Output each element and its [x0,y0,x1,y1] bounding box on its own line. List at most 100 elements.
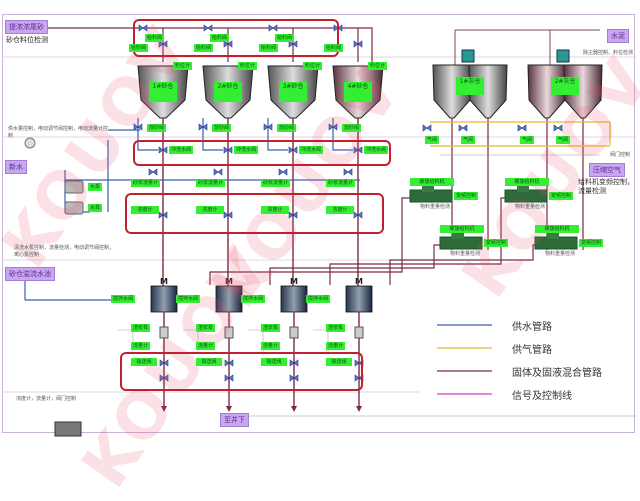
pump-label: 渣浆泵 [261,324,281,332]
cement-slurry-pipe [329,197,505,285]
discharge-valve-label: 放砂阀 [277,124,297,132]
feeder-control-label: 变频控制 [484,239,509,247]
feeder-label: 螺旋给料机 [440,225,484,233]
pump-icon [354,326,364,339]
output-valve-icon [289,374,299,382]
discharge-valve-icon [288,146,298,154]
discharge-valve-label: 放砂阀 [147,124,167,132]
destination-underground: 至井下 [220,413,249,427]
cement-slurry-pipe [209,197,410,285]
water-pipe [137,118,158,151]
flush-valve-label: 冲洗水阀 [169,146,194,154]
legend-label: 供气管路 [512,345,552,356]
feeder-control-label: 变频控制 [579,239,604,247]
source-cement: 水泥 [607,29,629,43]
pump-icon [224,326,234,339]
output-valve-label: 输送阀 [261,358,287,366]
air-valve-label: 气阀 [556,136,571,144]
water-valve-icon [263,123,273,131]
pump-label: 渣浆泵 [196,324,216,332]
highlight-feed-valves [133,19,339,57]
discharge-valve-icon [223,146,233,154]
discharge-valve-label: 放砂阀 [342,124,362,132]
pump-label: 渣浆泵 [131,324,151,332]
legend-label: 信号及控制线 [512,391,572,402]
sand-level-title: 砂仓料位检测 [6,36,48,44]
tailings-feed-pipe [45,27,373,62]
arrow-down-icon [291,406,297,412]
source-air: 压缩空气 [589,163,625,177]
sand-silo-label: 1#砂仓 [149,82,177,102]
level-meter-label: 料位计 [238,62,258,70]
sand-silo-label: 2#砂仓 [214,82,242,102]
sand-flow-label: 砂浆流量计 [131,179,161,187]
feeder-control-label: 变频控制 [454,192,479,200]
air-valve-icon [458,124,468,132]
water-valve-icon [328,123,338,131]
dust-collector-icon [461,49,475,63]
air-valve-label: 气阀 [461,136,476,144]
cement-silo-label: 1#灰仓 [456,77,484,95]
flush-valve-label: 冲洗水阀 [299,146,324,154]
cement-silo-label: 2#灰仓 [551,77,579,95]
flow-meter-icon [24,137,36,149]
feeder-label: 螺旋给料机 [505,178,549,186]
level-meter-label: 料位计 [303,62,323,70]
control-cabinet-icon [54,421,82,437]
arrow-down-icon [161,406,167,412]
feed-valve-icon [353,40,363,48]
water-note: 供水量控制，电动调节阀控制，电动流量计控制 [8,126,109,139]
sand-silo-label: 4#砂仓 [344,82,372,102]
mixer-tank [150,285,178,313]
pump-label: 渣浆泵 [326,324,346,332]
sand-flow-label: 砂浆流量计 [196,179,226,187]
flow-meter-label: 流量计 [261,342,281,350]
arrow-down-icon [356,406,362,412]
mixer-tank [215,285,243,313]
flush-valve-label: 冲洗水阀 [234,146,259,154]
source-tailings: 提浓浓尾砂 [5,20,48,34]
flush-valve-icon [213,168,223,176]
pump-icon [289,326,299,339]
flush-valve-icon [148,168,158,176]
discharge-valve-icon [353,146,363,154]
feed-valve-icon [223,40,233,48]
air-note: 阀门控制 [610,152,631,158]
mixer-water-label: 搅拌水阀 [111,295,136,303]
air-main-pipe [430,121,611,145]
flow-meter-label: 流量计 [196,342,216,350]
air-valve-icon [553,124,563,132]
flow-valve-icon [158,211,168,219]
water-pipe [202,118,223,151]
feed-valve-label: 给料阀 [210,34,230,42]
feed-valve-label: 给料阀 [129,44,149,52]
flush-valve-label: 冲洗水阀 [364,146,389,154]
feeder-hopper-icon [452,231,464,239]
cement-note: 除尘器控制，料位检测 [583,50,634,56]
legend-label: 供水管路 [512,322,552,333]
output-valve-label: 输送阀 [196,358,222,366]
water-pipe [267,118,288,151]
feeder-label: 螺旋给料机 [410,178,454,186]
weigh-label: 物料重量检测 [450,251,481,257]
weigh-label: 物料重量检测 [515,204,546,210]
mixer-water-label: 搅拌水阀 [306,295,331,303]
level-meter-label: 料位计 [368,62,388,70]
arrow-down-icon [226,406,232,412]
highlight-flow-valves [125,193,384,234]
diagram-frame [2,14,635,433]
density-label: 浓度计 [261,206,289,214]
feeder-hopper-icon [517,184,529,192]
discharge-valve-icon [158,146,168,154]
air-valve-label: 气阀 [425,136,440,144]
highlight-discharge-valves [133,140,391,166]
air-valve-label: 气阀 [520,136,535,144]
output-valve-icon [159,359,169,367]
density-label: 浓度计 [196,206,224,214]
cement-slurry-pipe [269,244,440,285]
feeder-hopper-icon [547,231,559,239]
output-valve-icon [224,374,234,382]
output-valve-label: 输送阀 [326,358,352,366]
legend-label: 固体及固液混合管路 [512,368,602,379]
air2-note: 给料机变频控制，流量检测 [578,178,634,195]
